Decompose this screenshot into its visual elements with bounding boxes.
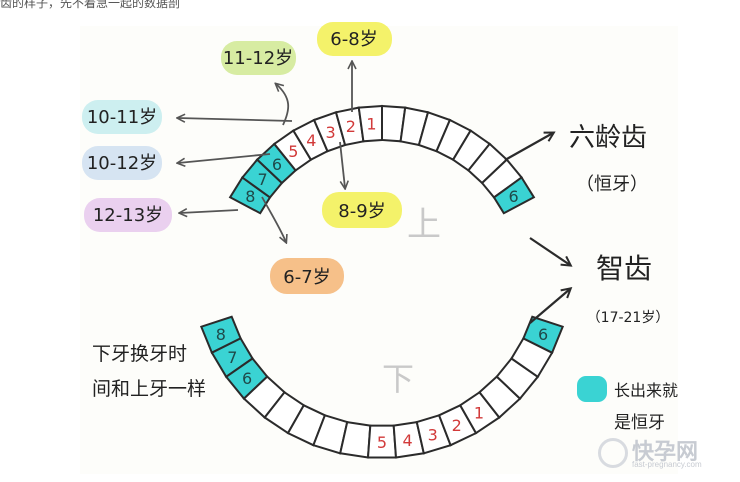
lower-tooth-number: 2 bbox=[452, 416, 462, 435]
upper-tooth bbox=[492, 176, 536, 215]
upper-tooth-number: 3 bbox=[326, 123, 336, 142]
age-bubble-10-12: 10-12岁 bbox=[82, 146, 162, 180]
upper-tooth-number: 1 bbox=[366, 114, 376, 133]
svg-text:6-7岁: 6-7岁 bbox=[283, 267, 330, 288]
age-bubble-11-12: 11-12岁 bbox=[221, 41, 296, 75]
molar-arrows bbox=[504, 133, 570, 324]
watermark-logo-icon bbox=[598, 438, 628, 468]
upper-jaw-label: 上 bbox=[407, 205, 441, 245]
wisdom-tooth-age: （17-21岁） bbox=[587, 310, 670, 326]
upper-tooth-number: 5 bbox=[288, 142, 298, 161]
upper-tooth-number: 7 bbox=[258, 170, 268, 189]
eruption-arrows bbox=[178, 62, 352, 242]
svg-text:12-13岁: 12-13岁 bbox=[93, 205, 163, 226]
lower-tooth-number: 3 bbox=[428, 425, 438, 444]
upper-tooth-number: 6 bbox=[272, 155, 282, 174]
six-year-molar-label: 六龄齿 bbox=[569, 123, 647, 153]
header-fragment: 齿的样子，先不着急一起的数据剖 bbox=[0, 0, 181, 10]
watermark-name: 快孕网 bbox=[632, 439, 699, 464]
lower-tooth-number: 6 bbox=[538, 325, 548, 344]
upper-tooth-number: 8 bbox=[245, 187, 255, 206]
legend-line2: 是恒牙 bbox=[614, 413, 665, 433]
legend: 长出来就 是恒牙 bbox=[577, 376, 678, 433]
lower-note-line2: 间和上牙一样 bbox=[92, 378, 206, 400]
svg-text:10-11岁: 10-11岁 bbox=[87, 107, 157, 128]
watermark-url: fast-pregnancy.com bbox=[632, 460, 702, 469]
upper-tooth-number: 6 bbox=[509, 187, 519, 206]
legend-swatch bbox=[577, 376, 607, 402]
age-bubble-6-8: 6-8岁 bbox=[317, 22, 392, 56]
diagram-panel bbox=[80, 26, 678, 474]
svg-text:8-9岁: 8-9岁 bbox=[338, 201, 385, 222]
lower-tooth-number: 7 bbox=[227, 348, 237, 367]
svg-text:6-8岁: 6-8岁 bbox=[330, 29, 377, 50]
upper-tooth-number: 2 bbox=[346, 117, 356, 136]
age-bubble-8-9: 8-9岁 bbox=[322, 192, 402, 228]
permanent-tooth-note: （恒牙） bbox=[576, 174, 648, 195]
svg-text:10-12岁: 10-12岁 bbox=[87, 153, 157, 174]
age-bubble-6-7: 6-7岁 bbox=[270, 258, 344, 294]
legend-line1: 长出来就 bbox=[614, 381, 678, 400]
age-bubble-10-11: 10-11岁 bbox=[82, 100, 162, 134]
watermark: 快孕网 fast-pregnancy.com bbox=[598, 434, 732, 472]
upper-tooth-number: 4 bbox=[306, 131, 316, 150]
lower-tooth-number: 8 bbox=[216, 325, 226, 344]
lower-tooth-number: 4 bbox=[403, 431, 413, 450]
svg-text:11-12岁: 11-12岁 bbox=[223, 48, 293, 69]
lower-tooth-number: 1 bbox=[474, 404, 484, 423]
lower-tooth bbox=[522, 315, 565, 355]
age-bubble-12-13: 12-13岁 bbox=[84, 198, 172, 232]
lower-note-line1: 下牙换牙时 bbox=[92, 343, 187, 365]
lower-tooth-number: 5 bbox=[377, 433, 387, 452]
wisdom-tooth-label: 智齿 bbox=[596, 252, 652, 285]
lower-jaw-label: 下 bbox=[382, 360, 414, 398]
lower-tooth-number: 6 bbox=[242, 369, 252, 388]
